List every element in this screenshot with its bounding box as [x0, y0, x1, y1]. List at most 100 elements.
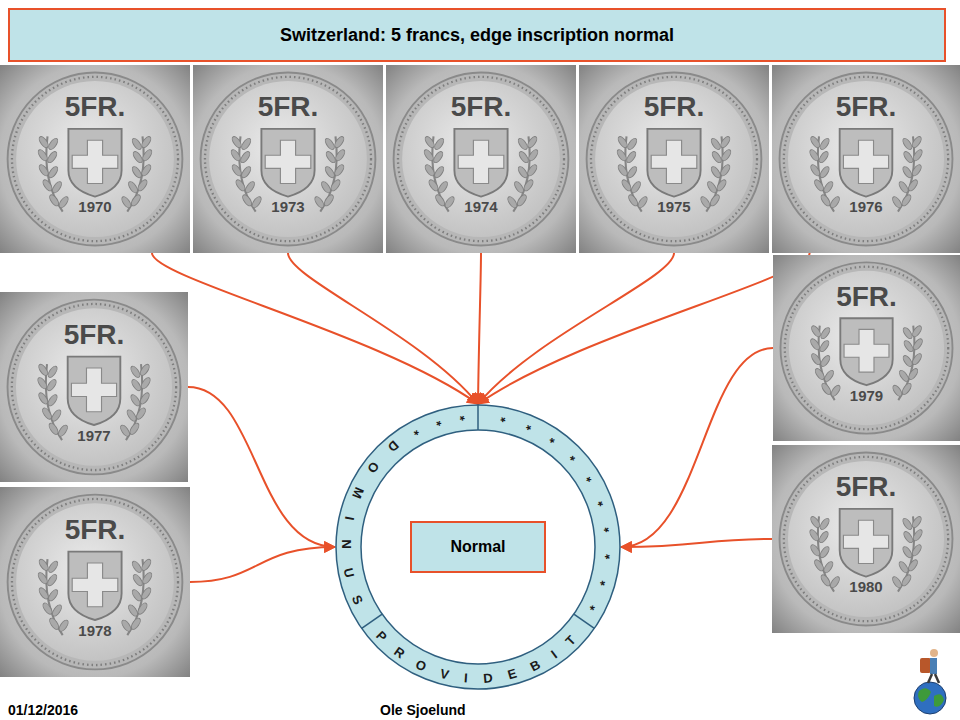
leaf	[901, 545, 913, 559]
leaf	[320, 180, 332, 194]
leaf	[518, 150, 530, 164]
inscription-path: P R O V I D E B I T	[373, 628, 583, 686]
coin-denomination: 5FR.	[0, 319, 188, 351]
ring-divider	[362, 614, 382, 628]
leaf	[522, 178, 534, 192]
land	[934, 694, 944, 707]
branch	[432, 136, 448, 211]
photo-ground	[773, 255, 960, 441]
leaf	[809, 515, 821, 529]
leaf	[47, 560, 59, 574]
leaf	[329, 178, 341, 192]
coin-node: 5FR.1976	[772, 65, 960, 253]
title-bar: Switzerland: 5 francs, edge inscription …	[8, 8, 946, 62]
leaf	[912, 148, 924, 162]
leaf	[128, 422, 140, 436]
leaf	[240, 137, 252, 151]
leaf	[141, 148, 153, 162]
leaf	[37, 148, 49, 162]
leaf	[230, 148, 242, 162]
leaf	[891, 384, 903, 398]
leaf	[51, 603, 63, 617]
leaf	[333, 163, 345, 177]
leaf	[808, 528, 820, 542]
leaf	[517, 165, 529, 179]
leaf	[620, 178, 632, 192]
leaf	[506, 195, 518, 209]
coin-denomination: 5FR.	[0, 514, 190, 546]
leaf	[719, 135, 731, 149]
leaf	[901, 517, 913, 531]
arrow-connector	[478, 253, 481, 404]
leaf	[57, 195, 69, 209]
coin-year: 1973	[193, 198, 383, 215]
leaf	[38, 558, 50, 572]
shield	[68, 357, 121, 425]
leaf	[699, 195, 711, 209]
coin-year: 1977	[0, 427, 188, 444]
leaf	[819, 517, 831, 531]
leaf	[891, 195, 903, 209]
swiss-cross	[843, 520, 888, 563]
leaf	[140, 586, 152, 600]
leaf	[911, 163, 923, 177]
leaf	[808, 148, 820, 162]
leaf	[140, 135, 152, 149]
leaf	[627, 193, 639, 207]
leaf	[907, 367, 919, 381]
leaf	[526, 135, 538, 149]
leaf	[434, 193, 446, 207]
leaf	[513, 180, 525, 194]
leaf	[240, 165, 252, 179]
leaf	[37, 391, 49, 405]
swiss-cross	[844, 329, 889, 372]
leaf	[902, 354, 914, 368]
arrow-connector	[152, 253, 478, 404]
leaf	[132, 573, 144, 587]
branch	[898, 136, 914, 211]
leaf	[625, 150, 637, 164]
leaf	[820, 382, 832, 396]
leaf	[41, 407, 53, 421]
leaf	[810, 352, 822, 366]
branch	[127, 559, 143, 635]
leaf	[47, 393, 59, 407]
ring-outer	[336, 405, 620, 689]
leaf	[433, 137, 445, 151]
leaf	[829, 575, 841, 589]
shield	[840, 318, 892, 385]
leaf	[819, 165, 831, 179]
shield	[840, 129, 893, 197]
photo-ground	[386, 65, 576, 253]
leaf	[131, 588, 143, 602]
leaf	[130, 378, 142, 392]
leaf	[239, 150, 251, 164]
leaf	[313, 195, 325, 209]
leaf	[711, 150, 723, 164]
leaf	[119, 424, 131, 438]
inscription-path: * * * * * * * * * *	[490, 409, 617, 615]
coin-year: 1976	[772, 198, 960, 215]
coin-node: 5FR. 1977	[0, 292, 188, 482]
swiss-cross	[843, 140, 888, 183]
leaf	[822, 180, 834, 194]
leaf	[814, 367, 826, 381]
branch	[818, 136, 834, 211]
leaf	[432, 150, 444, 164]
leaf	[911, 324, 923, 338]
leaf	[140, 376, 152, 390]
leaf	[809, 163, 821, 177]
branch	[818, 516, 834, 591]
leaf	[41, 602, 53, 616]
coin-denomination: 5FR.	[0, 91, 190, 123]
leaf	[334, 148, 346, 162]
arrow-connector	[190, 547, 335, 582]
leaf	[809, 543, 821, 557]
leaf	[136, 602, 148, 616]
leaf	[46, 378, 58, 392]
coin-node: 5FR.1973	[193, 65, 383, 253]
leaf	[902, 530, 914, 544]
arrow-connector	[478, 253, 674, 404]
leaf	[901, 382, 913, 396]
